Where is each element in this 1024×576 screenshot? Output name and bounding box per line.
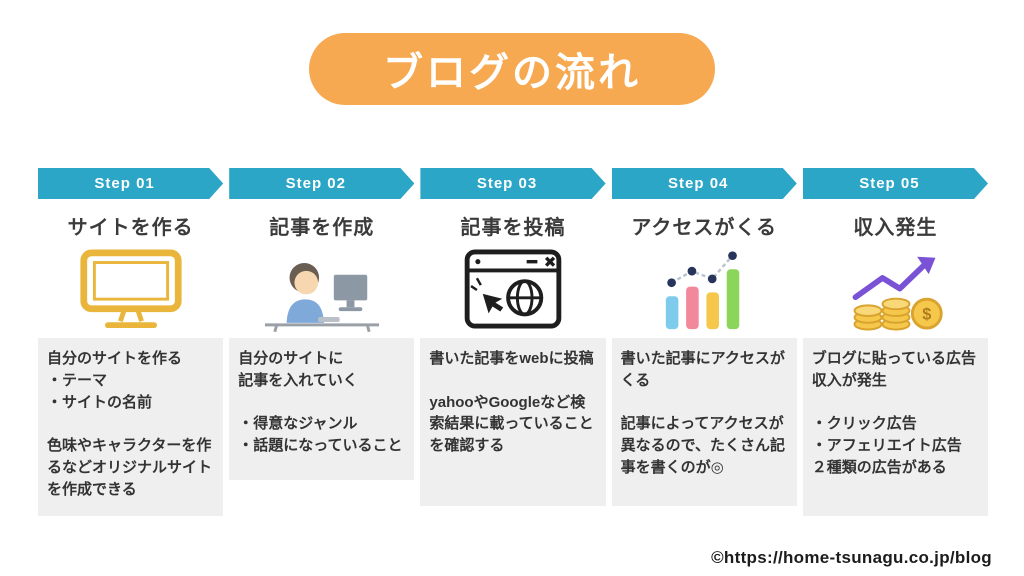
analytics-chart-icon	[612, 240, 797, 338]
step-3-description: 書いた記事をwebに投稿 yahooやGoogleなど検索結果に載っていることを…	[420, 338, 606, 506]
monitor-icon	[38, 240, 223, 338]
step-column-2: Step 02 記事を作成 自分のサイトに 記事を入れていく ・得意なジャンル …	[229, 168, 415, 516]
step-column-4: Step 04 アクセスがくる 書いた記事にアクセスがくる 記事によってアクセス…	[611, 168, 797, 516]
step-2-banner: Step 02	[229, 168, 414, 199]
page-title: ブログの流れ	[309, 33, 715, 105]
browser-globe-icon	[420, 240, 605, 338]
step-1-description: 自分のサイトを作る ・テーマ ・サイトの名前 色味やキャラクターを作るなどオリジ…	[38, 338, 224, 516]
writer-at-computer-illustration	[229, 240, 414, 338]
copyright-url: ©https://home-tsunagu.co.jp/blog	[711, 548, 992, 567]
step-column-3: Step 03 記事を投稿 書いた記事をwebに投稿 yahooやGoogleな…	[420, 168, 606, 516]
step-column-5: Step 05 収入発生 $ ブログに貼っている広告収入が発生 ・クリック広告 …	[802, 168, 988, 516]
step-3-title: 記事を投稿	[460, 217, 566, 239]
step-5-title: 収入発生	[853, 217, 938, 239]
step-4-description: 書いた記事にアクセスがくる 記事によってアクセスが異なるので、たくさん記事を書く…	[611, 338, 797, 506]
step-5-banner: Step 05	[803, 168, 988, 199]
step-2-title: 記事を作成	[269, 217, 375, 239]
coins-income-icon: $	[803, 240, 988, 338]
step-column-1: Step 01 サイトを作る 自分のサイトを作る ・テーマ ・サイトの名前 色味…	[38, 168, 224, 516]
step-3-banner: Step 03	[420, 168, 605, 199]
page-title-text: ブログの流れ	[383, 51, 641, 95]
step-2-description: 自分のサイトに 記事を入れていく ・得意なジャンル ・話題になっていること	[229, 338, 415, 480]
step-5-description: ブログに貼っている広告収入が発生 ・クリック広告 ・アフェリエイト広告 ２種類の…	[802, 338, 988, 516]
steps-row: Step 01 サイトを作る 自分のサイトを作る ・テーマ ・サイトの名前 色味…	[38, 168, 988, 516]
dollar-sign-glyph: $	[923, 305, 932, 323]
step-1-title: サイトを作る	[67, 217, 194, 239]
step-4-banner: Step 04	[612, 168, 797, 199]
step-4-title: アクセスがくる	[631, 217, 777, 239]
step-1-banner: Step 01	[38, 168, 223, 199]
